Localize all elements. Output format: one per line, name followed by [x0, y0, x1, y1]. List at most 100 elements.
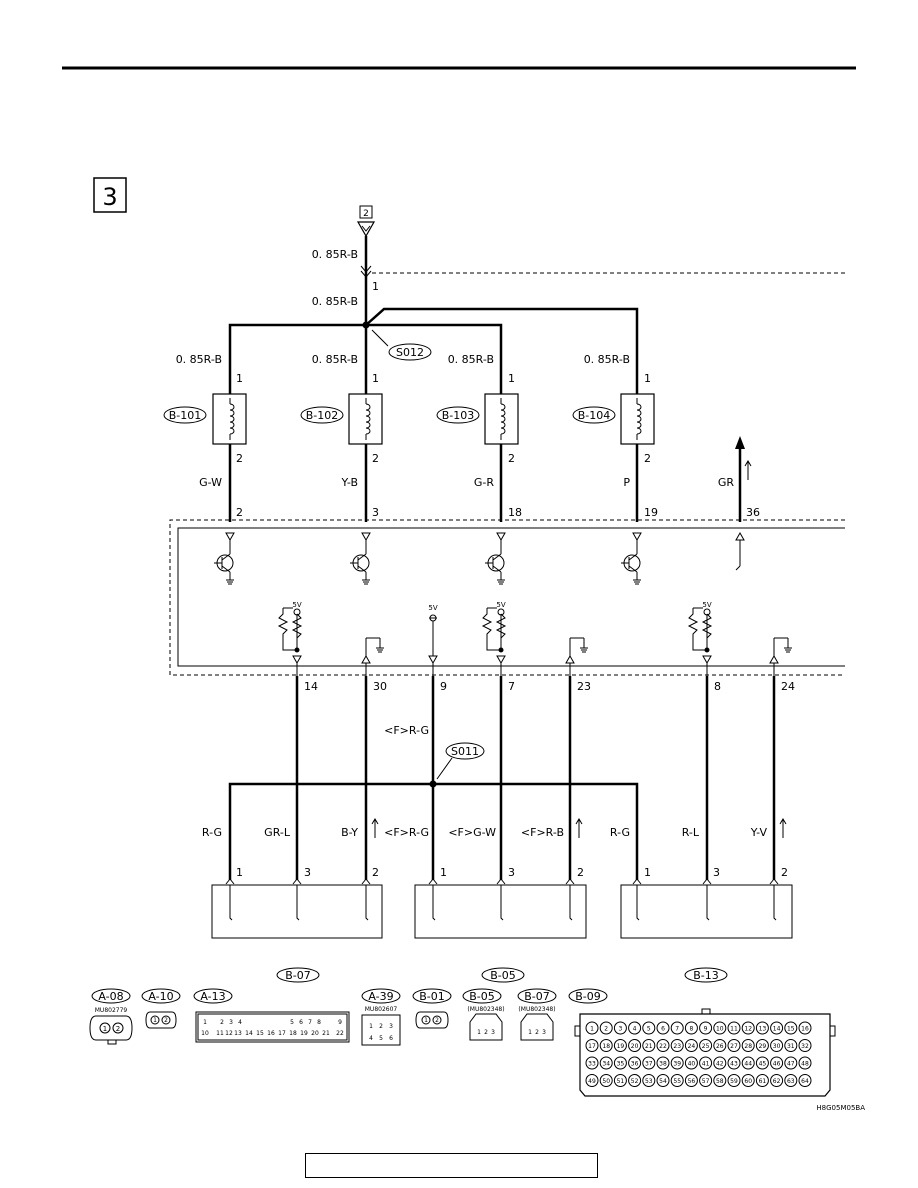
ecu-pin-circle	[784, 1074, 798, 1087]
wire-out-label: G-R	[474, 476, 494, 489]
pullup-7	[481, 607, 507, 676]
svg-text:2: 2	[535, 1029, 539, 1036]
ecu-pin-circle	[628, 1056, 642, 1070]
ecu-pin-label: 17	[588, 1043, 596, 1050]
ecu-pin-label: 50	[602, 1078, 610, 1085]
ecu-pin-circle	[798, 1074, 812, 1087]
coil-icon	[229, 398, 235, 440]
group-b07-label: B-07	[285, 969, 311, 982]
ecu-pin-label: 13	[759, 1026, 767, 1033]
ecu-pin-label: 53	[645, 1078, 653, 1085]
ecu-pin-label: 41	[702, 1061, 710, 1068]
ecu-pin-label: 45	[759, 1061, 767, 1068]
ecu-pin-circle	[642, 1056, 656, 1070]
svg-text:14: 14	[245, 1030, 253, 1037]
ground-input-30	[361, 637, 384, 676]
svg-text:B-07: B-07	[524, 990, 550, 1003]
ecu-pin-circle	[585, 1074, 599, 1087]
ecu-pin-circle	[755, 1056, 769, 1070]
splice-s012-label: S012	[396, 346, 424, 359]
ecu-pin-label: 54	[659, 1078, 667, 1085]
id-badge	[436, 406, 480, 424]
id-label: B-101	[169, 409, 202, 422]
ecu-pin-label: 52	[631, 1078, 639, 1085]
connector-a39: A-39 MU802607 1 2 3 4 5 6	[361, 988, 401, 1046]
bottom-wire-label: <F>R-G	[384, 826, 429, 839]
ecu-pin-circle	[670, 1074, 684, 1087]
svg-text:16: 16	[267, 1030, 275, 1037]
group-b05-badge	[481, 967, 525, 983]
sensor-wires	[228, 676, 776, 880]
svg-text:1: 1	[153, 1017, 157, 1024]
bottom-wire-label: <F>R-B	[521, 826, 564, 839]
ecu-pin-circle	[727, 1074, 741, 1087]
ecu-pin-label: 20	[631, 1043, 639, 1050]
sensor-pin: 1	[236, 866, 243, 879]
ecu-pin-label: 18	[602, 1043, 610, 1050]
ecu-pin-label: 5	[647, 1026, 651, 1033]
pin-in: 1	[508, 372, 515, 385]
svg-text:15: 15	[256, 1030, 264, 1037]
ecu-pin-circle	[613, 1056, 627, 1070]
ecu-bottom-pin: 7	[508, 680, 515, 693]
arrow-up-icon	[735, 436, 745, 449]
svg-text:5: 5	[379, 1035, 383, 1042]
svg-text:B-05: B-05	[469, 990, 495, 1003]
ecu-pin-label: 6	[661, 1026, 665, 1033]
ecu-pin-label: 60	[744, 1078, 752, 1085]
splice-s011-leader	[436, 757, 453, 780]
svg-text:4: 4	[369, 1035, 373, 1042]
page-number-box	[93, 177, 127, 213]
ecu-pin-circle	[684, 1021, 698, 1035]
ecu-pin-label: 10	[716, 1026, 724, 1033]
gr-output: GR 36	[718, 436, 760, 522]
ecu-bottom-pin: 8	[714, 680, 721, 693]
svg-text:(MU802348): (MU802348)	[518, 1006, 555, 1013]
ecu-pin-circle	[684, 1039, 698, 1052]
svg-text:17: 17	[278, 1030, 286, 1037]
sensor-pin: 3	[304, 866, 311, 879]
pin-out: 2	[372, 452, 379, 465]
svg-text:13: 13	[234, 1030, 242, 1037]
svg-text:A-39: A-39	[368, 990, 393, 1003]
svg-text:A-13: A-13	[200, 990, 225, 1003]
ecu-pin-label: 21	[645, 1043, 653, 1050]
group-b13-badge	[684, 967, 728, 983]
svg-text:19: 19	[300, 1030, 308, 1037]
ecu-pin-label: 23	[673, 1043, 681, 1050]
ecu-pin-label: 8	[689, 1026, 693, 1033]
ecu-pin-label: 15	[787, 1026, 795, 1033]
pin-in: 1	[236, 372, 243, 385]
svg-text:(MU802348): (MU802348)	[467, 1006, 504, 1013]
ecu-pin-circle	[755, 1039, 769, 1052]
splice-s012-leader	[371, 329, 389, 347]
ecu-pin-circle	[642, 1074, 656, 1087]
sensor-pin: 3	[508, 866, 515, 879]
ecu-pin-label: 43	[730, 1061, 738, 1068]
svg-text:3: 3	[542, 1029, 546, 1036]
ecu-pin-label: 58	[716, 1078, 724, 1085]
supply-label-14: 5V	[292, 601, 301, 609]
signal-arrow-icon	[744, 460, 752, 480]
ecu-pin-label: 35	[617, 1061, 625, 1068]
ecu-pin-circle	[741, 1056, 755, 1070]
wire-out-label: P	[623, 476, 630, 489]
ecu-sensor-inputs	[277, 607, 792, 676]
svg-text:2: 2	[220, 1019, 224, 1026]
splice-s011-badge	[445, 742, 485, 760]
sensor-pin: 2	[372, 866, 379, 879]
solenoid-b102: 0. 85R-B 1 B-102 2 Y-B 3	[300, 353, 383, 522]
svg-text:1: 1	[424, 1017, 428, 1024]
sensor-terminal-marks	[229, 885, 777, 921]
page-number: 3	[102, 183, 117, 211]
ecu-pin-label: 44	[744, 1061, 752, 1068]
ground-input-24	[769, 637, 792, 676]
id-label: B-102	[306, 409, 339, 422]
ecu-pin-label: 39	[673, 1061, 681, 1068]
connector-b09: B-09	[568, 988, 608, 1004]
wire-out-label: G-W	[199, 476, 222, 489]
svg-text:2: 2	[116, 1025, 120, 1033]
diagram-code: H8G05M05BA	[816, 1104, 865, 1112]
splice-s011-label: S011	[451, 745, 479, 758]
